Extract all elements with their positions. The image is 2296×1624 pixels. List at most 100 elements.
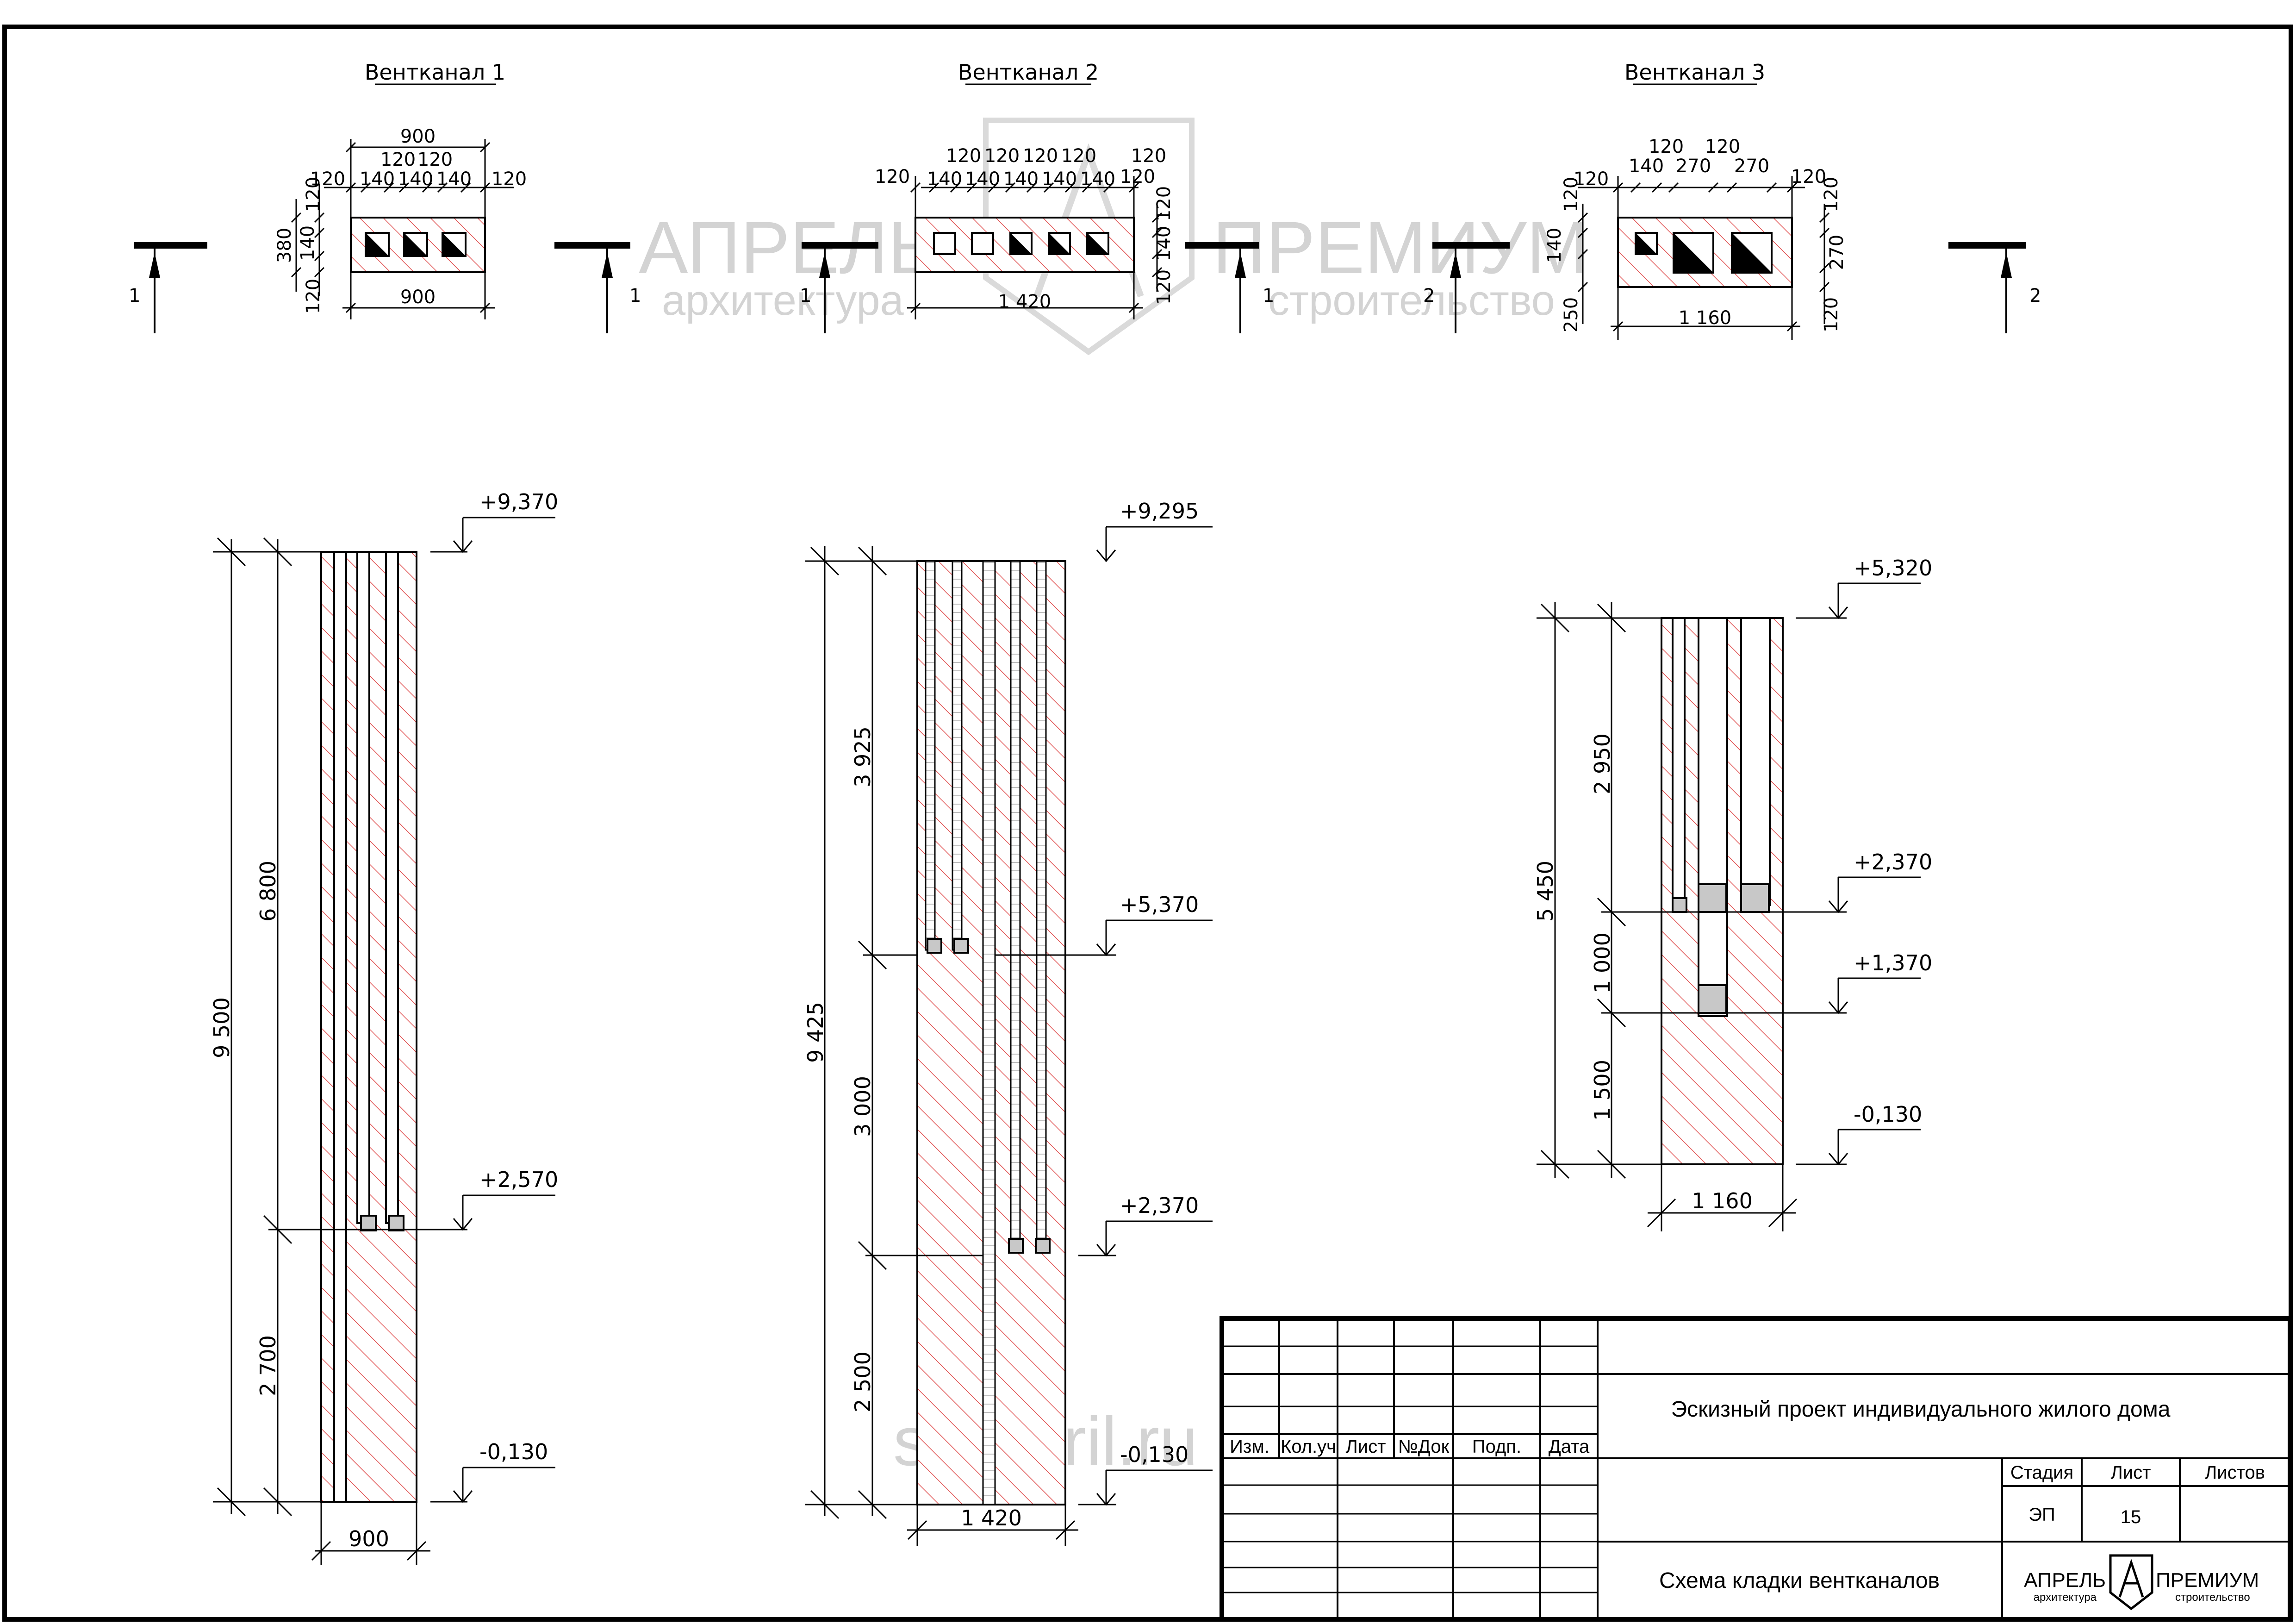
title-col-sign: Подп. bbox=[1472, 1437, 1521, 1457]
watermark-word-1: АПРЕЛЬ bbox=[639, 206, 936, 289]
plan-3: Вентканал 3 120 120 120 140 270 270 120 … bbox=[1423, 60, 2041, 340]
title-col-doc: №Док bbox=[1398, 1437, 1450, 1457]
elevation-2-dim: 3 000 bbox=[850, 1076, 875, 1137]
sheet-value: 15 bbox=[2121, 1507, 2141, 1527]
plan-2-dim: 140 bbox=[927, 169, 962, 190]
sheet-frame bbox=[2, 25, 2293, 1622]
elevation-2-width: 1 420 bbox=[961, 1505, 1022, 1530]
plan-3-dim: 120 bbox=[1649, 136, 1684, 157]
plan-3-dim: 120 bbox=[1821, 297, 1842, 332]
plan-2-dim: 120 bbox=[1023, 145, 1058, 167]
plan-3-dim: 250 bbox=[1561, 297, 1582, 332]
elevation-1-inlet bbox=[360, 1215, 377, 1231]
title-col-list: Лист bbox=[1346, 1437, 1386, 1457]
plan-2-dim: 120 bbox=[1153, 186, 1175, 221]
elevation-3-dim: 1 000 bbox=[1590, 932, 1615, 993]
logo-right-word: ПРЕМИУМ bbox=[2156, 1569, 2259, 1592]
plan-1-dim: 140 bbox=[297, 225, 318, 261]
elevation-1-dim: 9 500 bbox=[209, 997, 234, 1058]
plan-3-dim: 140 bbox=[1629, 156, 1664, 177]
elevation-3-level: +5,320 bbox=[1854, 556, 1932, 581]
elevation-3-inlet bbox=[1698, 984, 1727, 1014]
plan-3-dim: 120 bbox=[1791, 166, 1826, 187]
plan-1-dim: 120 bbox=[492, 169, 527, 190]
sheet-name: Схема кладки вентканалов bbox=[1659, 1568, 1940, 1593]
plan-2-dim: 120 bbox=[984, 145, 1020, 167]
plan-2-dim: 140 bbox=[1080, 169, 1115, 190]
plan-3-title: Вентканал 3 bbox=[1624, 60, 1765, 85]
plan-2-dim: 140 bbox=[1153, 226, 1175, 261]
elevation-2: 9 425 3 925 3 000 2 500 1 420 +9,295 +5,… bbox=[803, 499, 1213, 1546]
section-mark-3-right: 2 bbox=[2029, 285, 2041, 306]
section-mark-1-right: 1 bbox=[629, 285, 641, 306]
title-col-date: Дата bbox=[1549, 1437, 1590, 1457]
sheets-label: Листов bbox=[2205, 1462, 2265, 1483]
plan-3-dim: 270 bbox=[1734, 156, 1769, 177]
logo-left-word: АПРЕЛЬ bbox=[2024, 1569, 2106, 1592]
plan-2-dim: 140 bbox=[965, 169, 1000, 190]
plan-1-dim: 900 bbox=[400, 126, 436, 147]
plan-1-dim: 380 bbox=[274, 228, 295, 263]
plan-2-flue bbox=[933, 232, 956, 255]
elevation-2-inlet bbox=[927, 938, 942, 954]
plan-2-title: Вентканал 2 bbox=[958, 60, 1099, 85]
plan-2-dim: 120 bbox=[1120, 166, 1155, 187]
plan-2-dim: 120 bbox=[875, 166, 910, 187]
elevation-3-inlet bbox=[1740, 883, 1770, 913]
elevation-1-inlet bbox=[388, 1215, 404, 1231]
plan-1-dim: 120 bbox=[303, 177, 324, 212]
logo-a-icon bbox=[2118, 1559, 2144, 1598]
elevation-2-level: +2,370 bbox=[1120, 1193, 1199, 1218]
sheet-label: Лист bbox=[2111, 1462, 2151, 1483]
title-block: Изм. Кол.уч Лист №Док Подп. Дата Эскизны… bbox=[1220, 1316, 2292, 1622]
plan-2-flue bbox=[971, 232, 994, 255]
section-mark-3-left: 2 bbox=[1423, 285, 1435, 306]
stage-label: Стадия bbox=[2010, 1462, 2073, 1483]
elevation-1-level: -0,130 bbox=[479, 1439, 548, 1464]
elevation-2-dim: 3 925 bbox=[850, 726, 875, 787]
elevation-3: 5 450 2 950 1 000 1 500 1 160 +5,320 +2,… bbox=[1533, 556, 1932, 1231]
section-mark-2-left: 1 bbox=[800, 285, 811, 306]
elevation-1-width: 900 bbox=[348, 1526, 389, 1551]
elevation-3-inlet bbox=[1672, 897, 1687, 913]
plan-1-title: Вентканал 1 bbox=[365, 60, 505, 85]
plan-3-dim: 140 bbox=[1544, 228, 1565, 263]
elevation-2-dim: 9 425 bbox=[803, 1002, 828, 1063]
plan-2-dim: 140 bbox=[1042, 169, 1077, 190]
stage-value: ЭП bbox=[2028, 1505, 2055, 1525]
plan-2-dim: 120 bbox=[1061, 145, 1096, 167]
plan-3-dim: 270 bbox=[1826, 235, 1848, 270]
plan-1-dim: 120 bbox=[310, 169, 345, 190]
elevation-3-inlet bbox=[1698, 883, 1727, 913]
elevation-1: 9 500 6 800 2 700 900 +9,370 +2,570 -0,1… bbox=[209, 489, 558, 1565]
plan-2-dim: 120 bbox=[1153, 269, 1175, 305]
elevation-2-inlet bbox=[1008, 1238, 1024, 1254]
title-col-kol: Кол.уч bbox=[1281, 1437, 1336, 1457]
plan-3-dim: 270 bbox=[1676, 156, 1711, 177]
elevation-3-level: +1,370 bbox=[1854, 950, 1932, 975]
elevation-3-width: 1 160 bbox=[1692, 1188, 1753, 1213]
plan-2-dim: 1 420 bbox=[998, 291, 1052, 312]
elevation-3-dim: 1 500 bbox=[1590, 1060, 1615, 1121]
elevation-1-dim: 6 800 bbox=[255, 861, 280, 922]
plan-2-dim: 120 bbox=[946, 145, 981, 167]
elevation-3-level: +2,370 bbox=[1854, 849, 1932, 874]
plan-3-dim: 120 bbox=[1574, 169, 1609, 190]
elevation-2-dim: 2 500 bbox=[850, 1351, 875, 1412]
project-name: Эскизный проект индивидуального жилого д… bbox=[1671, 1397, 2171, 1422]
elevation-3-level: -0,130 bbox=[1854, 1102, 1922, 1127]
elevation-2-level: -0,130 bbox=[1120, 1442, 1188, 1467]
plan-1-dim: 140 bbox=[436, 169, 472, 190]
elevation-3-dim: 2 950 bbox=[1590, 733, 1615, 794]
watermark-sub-1: архитектура bbox=[662, 277, 904, 324]
watermark-word-2: ПРЕМИУМ bbox=[1213, 206, 1588, 289]
plan-1: Вентканал 1 900 120 120 120 140 140 140 … bbox=[129, 60, 641, 333]
elevation-1-dim: 2 700 bbox=[255, 1335, 280, 1396]
plan-3-dim: 120 bbox=[1821, 177, 1842, 212]
plan-1-dim: 140 bbox=[360, 169, 395, 190]
elevation-2-level: +9,295 bbox=[1120, 499, 1199, 524]
watermark-sub-2: строительство bbox=[1268, 277, 1555, 324]
elevation-2-level: +5,370 bbox=[1120, 892, 1199, 917]
section-mark-1-left: 1 bbox=[129, 285, 140, 306]
